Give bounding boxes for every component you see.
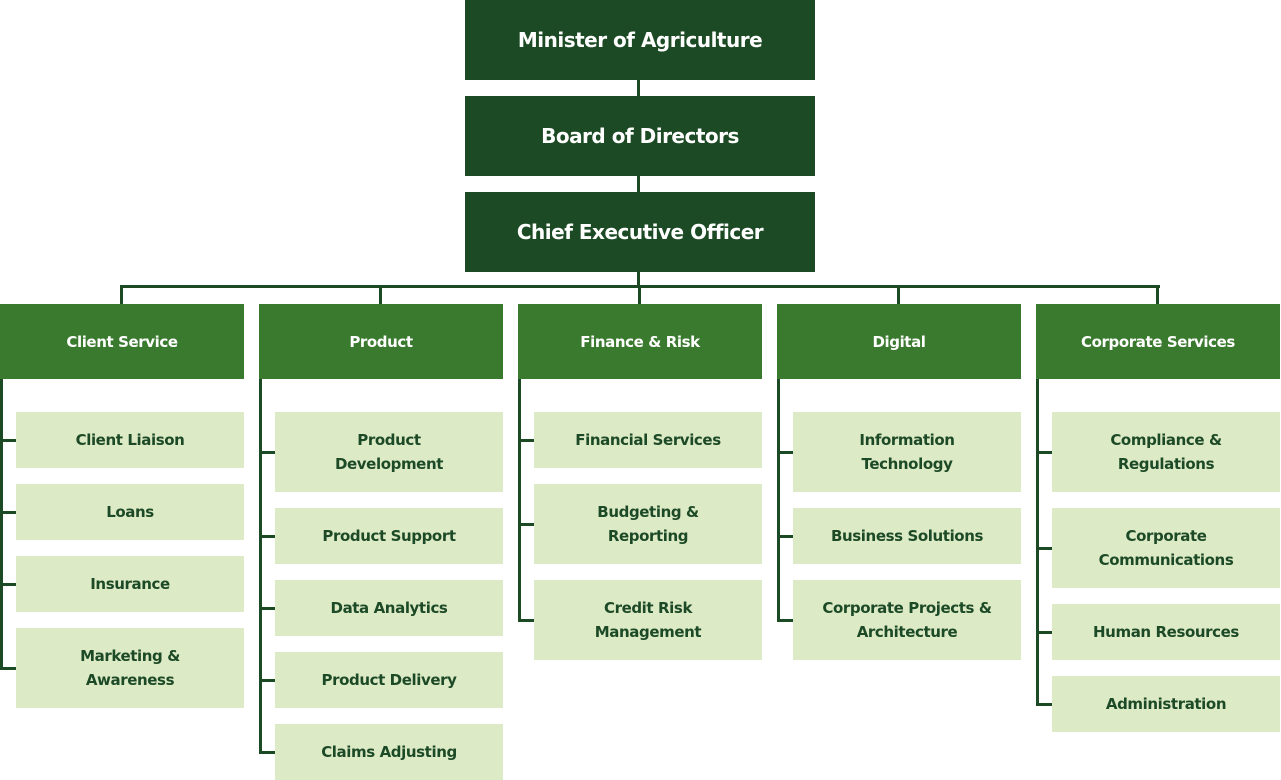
unit-box: Financial Services (534, 412, 762, 468)
connector-tick (1036, 547, 1052, 550)
unit-box: Insurance (16, 556, 244, 612)
department-header: Digital (777, 304, 1021, 379)
connector-line (777, 379, 780, 622)
connector-tick (259, 751, 275, 754)
connector-tick (259, 679, 275, 682)
connector-line (637, 176, 640, 192)
unit-box: Budgeting & Reporting (534, 484, 762, 564)
connector-tick (259, 607, 275, 610)
unit-box: Data Analytics (275, 580, 503, 636)
connector-line (637, 80, 640, 96)
unit-box: Claims Adjusting (275, 724, 503, 780)
connector-tick (1036, 703, 1052, 706)
unit-box: Compliance & Regulations (1052, 412, 1280, 492)
executive-box-2: Chief Executive Officer (465, 192, 815, 272)
executive-box-1: Board of Directors (465, 96, 815, 176)
department-header: Product (259, 304, 503, 379)
connector-line (897, 285, 900, 304)
unit-box: Product Delivery (275, 652, 503, 708)
executive-box-0: Minister of Agriculture (465, 0, 815, 80)
unit-box: Information Technology (793, 412, 1021, 492)
unit-box: Loans (16, 484, 244, 540)
connector-line (120, 285, 123, 304)
connector-line (637, 272, 640, 288)
unit-box: Administration (1052, 676, 1280, 732)
connector-tick (259, 535, 275, 538)
connector-tick (1036, 631, 1052, 634)
unit-box: Marketing & Awareness (16, 628, 244, 708)
connector-tick (777, 451, 793, 454)
connector-tick (0, 667, 16, 670)
unit-box: Client Liaison (16, 412, 244, 468)
unit-box: Business Solutions (793, 508, 1021, 564)
connector-line (1036, 379, 1039, 706)
connector-line (0, 379, 3, 670)
unit-box: Human Resources (1052, 604, 1280, 660)
connector-line (638, 285, 641, 304)
connector-line (379, 285, 382, 304)
department-header: Finance & Risk (518, 304, 762, 379)
connector-line (259, 379, 262, 754)
department-header: Corporate Services (1036, 304, 1280, 379)
connector-tick (518, 619, 534, 622)
connector-tick (259, 451, 275, 454)
connector-tick (777, 619, 793, 622)
connector-tick (518, 523, 534, 526)
unit-box: Corporate Communications (1052, 508, 1280, 588)
connector-tick (1036, 451, 1052, 454)
connector-line (1156, 285, 1159, 304)
unit-box: Credit Risk Management (534, 580, 762, 660)
connector-line (518, 379, 521, 622)
unit-box: Product Development (275, 412, 503, 492)
department-header: Client Service (0, 304, 244, 379)
connector-tick (0, 583, 16, 586)
connector-tick (518, 439, 534, 442)
connector-tick (0, 439, 16, 442)
connector-tick (777, 535, 793, 538)
connector-tick (0, 511, 16, 514)
unit-box: Product Support (275, 508, 503, 564)
unit-box: Corporate Projects & Architecture (793, 580, 1021, 660)
